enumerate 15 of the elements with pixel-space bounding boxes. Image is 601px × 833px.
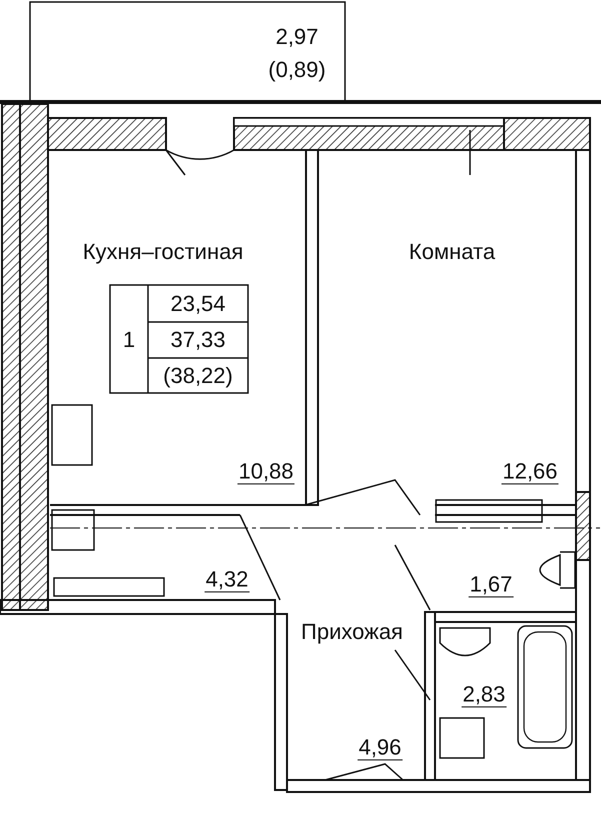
area-value: 37,33: [170, 328, 226, 352]
area-value: (0,89): [268, 58, 326, 82]
room-name: Прихожая: [301, 620, 403, 644]
area-value: 23,54: [170, 292, 226, 316]
room-area: 4,96: [358, 735, 402, 761]
room-area: 1,67: [468, 572, 514, 598]
room-name: Комната: [408, 240, 496, 264]
apartment-number: 1: [122, 328, 136, 352]
area-value: (38,22): [163, 364, 233, 388]
room-area: 12,66: [501, 459, 559, 485]
room-area: 4,32: [204, 567, 250, 593]
room-area: 10,88: [237, 459, 295, 485]
area-value: 2,97: [276, 24, 318, 50]
room-name: Кухня–гостиная: [82, 240, 244, 264]
room-area: 2,83: [462, 682, 506, 708]
